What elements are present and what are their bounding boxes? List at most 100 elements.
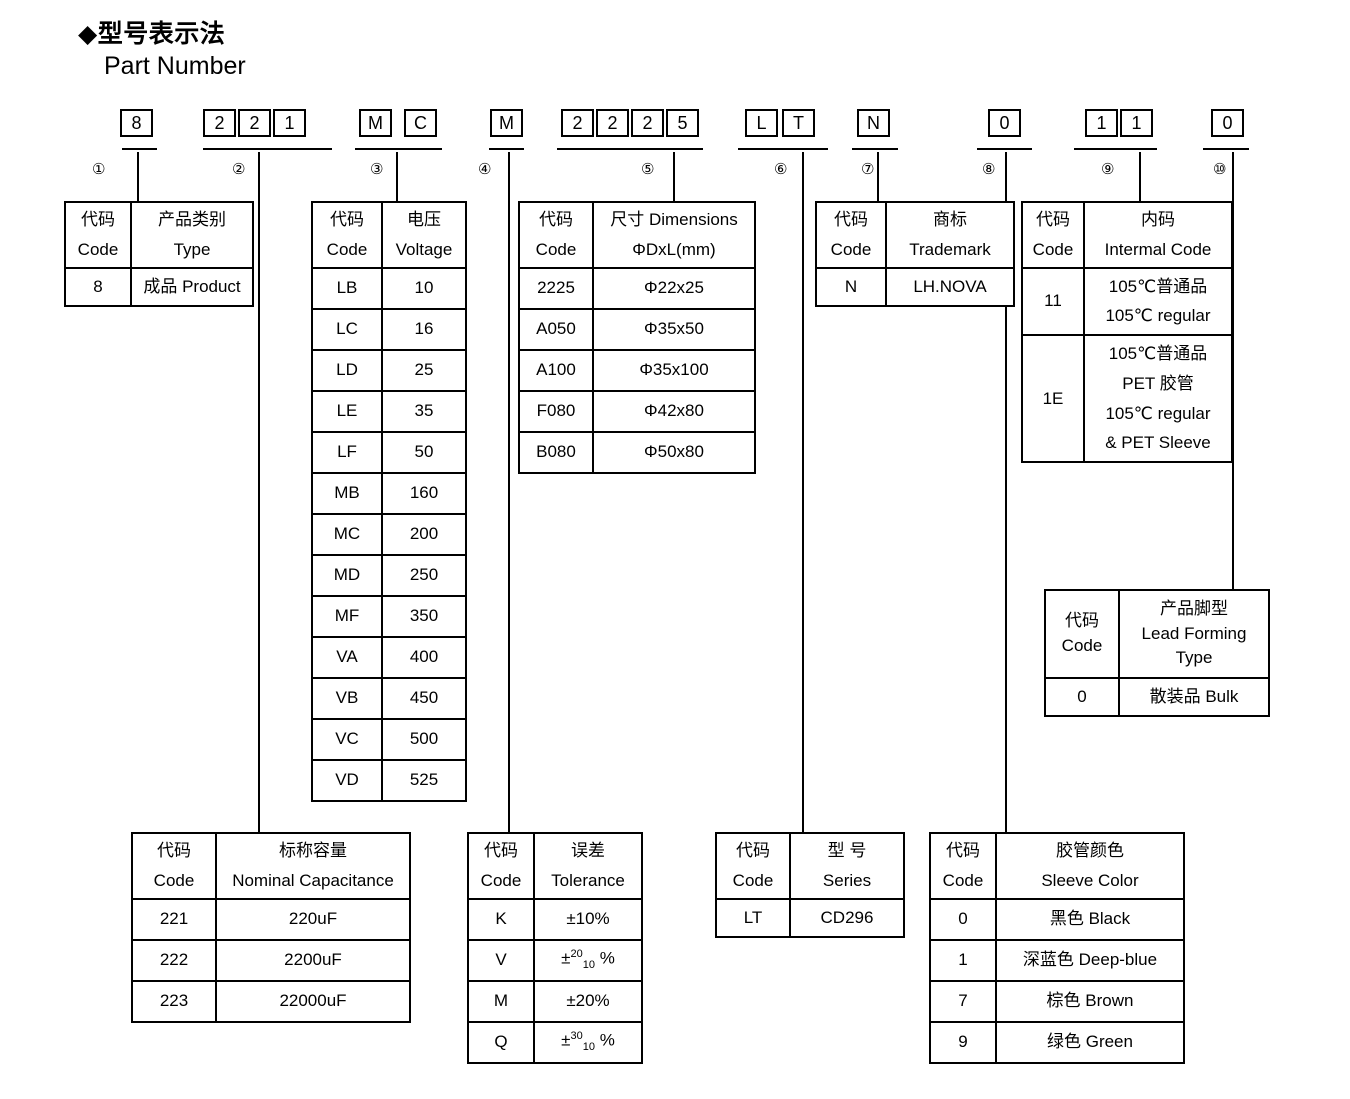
table-row: N LH.NOVA (815, 266, 1015, 307)
cell-value: 450 (381, 676, 467, 720)
cell-code: VD (311, 758, 383, 802)
table-row: 11 105℃普通品 105℃ regular (1021, 266, 1233, 336)
connector-line-9 (1139, 152, 1141, 207)
connector-line-1 (137, 152, 139, 207)
connector-line-5 (673, 152, 675, 207)
cell-value: 50 (381, 430, 467, 474)
cell-code: LE (311, 389, 383, 433)
cell-value: Φ35x50 (592, 307, 756, 351)
cell-code: 223 (131, 979, 217, 1023)
header-code-en: Code (480, 870, 522, 890)
header-value-cn: 误差 (571, 841, 605, 860)
part-number-char-box: 2 (238, 109, 271, 137)
cell-code: 7 (929, 979, 997, 1023)
header-value-en: Intermal Code (1104, 239, 1212, 259)
table-row: 代码 Code 型 号 Series (715, 832, 905, 900)
group-underline (122, 148, 157, 150)
header-code-cn: 代码 (946, 841, 980, 860)
connector-line-4 (508, 152, 510, 838)
cell-value: ±2010 % (533, 938, 643, 982)
header-value: 内码 Intermal Code (1083, 201, 1233, 269)
cell-code: K (467, 897, 535, 941)
header-value-cn: 产品脚型 (1160, 599, 1228, 618)
cell-value: ±10% (533, 897, 643, 941)
cell-code: Q (467, 1020, 535, 1064)
cell-code: F080 (518, 389, 594, 433)
cell-value: Φ35x100 (592, 348, 756, 392)
cell-value: Φ42x80 (592, 389, 756, 433)
cell-code: VA (311, 635, 383, 679)
cell-code: MC (311, 512, 383, 556)
part-number-char-box: 1 (1120, 109, 1153, 137)
cell-value: 500 (381, 717, 467, 761)
table-lead-forming: 代码 Code 产品脚型 Lead Forming Type 0 散装品 Bul… (1044, 589, 1270, 717)
header-code-cn: 代码 (834, 210, 868, 229)
cell-line: 105℃普通品 (1108, 344, 1208, 363)
header-code: 代码 Code (1021, 201, 1085, 269)
group-underline (738, 148, 828, 150)
cell-value: 16 (381, 307, 467, 351)
diamond-bullet-icon: ◆ (78, 20, 98, 48)
cell-line: 105℃ regular (1105, 403, 1211, 423)
header-code-en: Code (326, 239, 368, 259)
cell-value: 2200uF (215, 938, 411, 982)
group-underline (355, 148, 442, 150)
group-index-5: ⑤ (641, 161, 655, 178)
cell-code: 1 (929, 938, 997, 982)
table-series: 代码 Code 型 号 Series LT CD296 (715, 832, 905, 938)
group-index-1: ① (92, 161, 106, 178)
table-type: 代码 Code 产品类别 Type 8 成品 Product (64, 201, 254, 307)
cell-value: 105℃普通品 105℃ regular (1083, 266, 1233, 336)
cell-value: 350 (381, 594, 467, 638)
cell-code: 9 (929, 1020, 997, 1064)
cell-code: VC (311, 717, 383, 761)
cell-code: A050 (518, 307, 594, 351)
part-number-char-box: 1 (273, 109, 306, 137)
cell-line: & PET Sleeve (1105, 433, 1211, 453)
part-number-char-box: T (782, 109, 815, 137)
part-number-char-box: 5 (666, 109, 699, 137)
cell-value: LH.NOVA (885, 266, 1015, 307)
group-underline (557, 148, 703, 150)
cell-value: 绿色 Green (995, 1020, 1185, 1064)
header-value-en: ΦDxL(mm) (632, 239, 716, 259)
part-number-char-box: C (404, 109, 437, 137)
header-value: 产品脚型 Lead Forming Type (1118, 589, 1270, 679)
cell-value: Φ50x80 (592, 430, 756, 474)
cell-code: 221 (131, 897, 217, 941)
header-code: 代码 Code (1044, 589, 1120, 679)
part-number-char-box: 0 (1211, 109, 1244, 137)
group-index-7: ⑦ (861, 161, 875, 178)
header-value-cn: 商标 (933, 210, 967, 229)
table-row: Q±3010 % (467, 1020, 643, 1064)
header-code-en: Code (1061, 635, 1103, 655)
cell-code: V (467, 938, 535, 982)
group-index-4: ④ (478, 161, 492, 178)
cell-code: 11 (1021, 266, 1085, 336)
cell-code: LD (311, 348, 383, 392)
cell-value: 525 (381, 758, 467, 802)
part-number-char-box: 2 (561, 109, 594, 137)
header-code-en: Code (153, 870, 195, 890)
cell-code: B080 (518, 430, 594, 474)
